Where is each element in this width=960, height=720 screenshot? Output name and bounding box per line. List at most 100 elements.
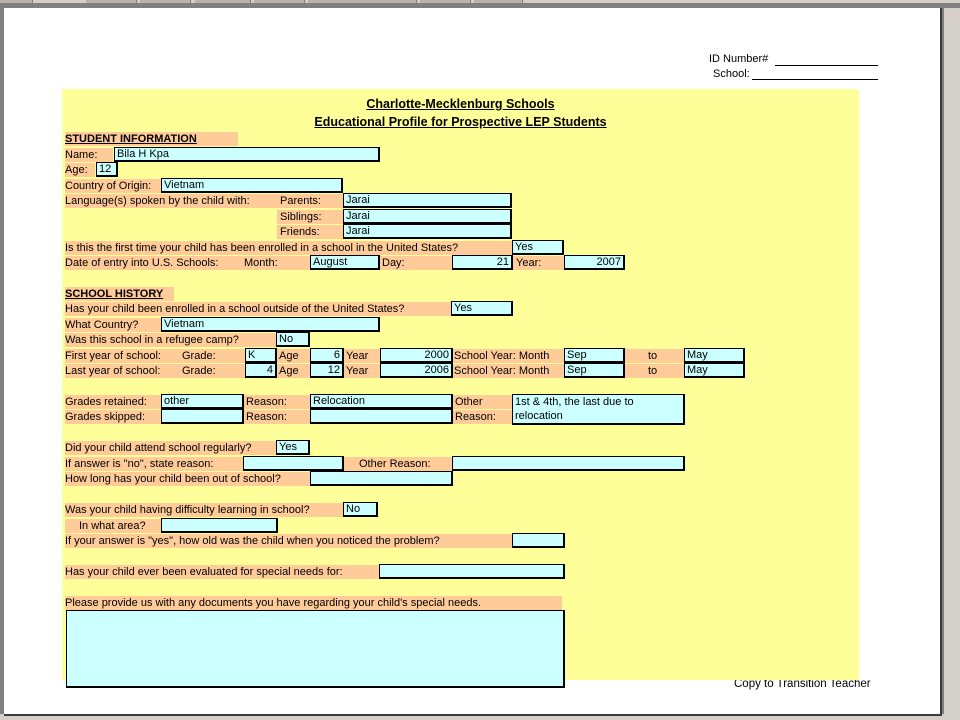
grade-label: Grade: <box>182 365 216 377</box>
year-label: Year: <box>513 256 564 270</box>
retained-reason-field[interactable]: Relocation <box>310 394 453 409</box>
day-field[interactable]: 21 <box>452 255 513 270</box>
school-line <box>752 79 878 80</box>
siblings-field[interactable]: Jarai <box>343 209 512 224</box>
student-section-title: STUDENT INFORMATION <box>65 132 238 146</box>
if-no-field[interactable] <box>243 456 344 471</box>
toolbar-tab[interactable] <box>254 0 305 3</box>
toolbar-tab[interactable] <box>0 0 33 3</box>
age-label: Age: <box>65 163 95 177</box>
history-section-title: SCHOOL HISTORY <box>65 287 174 301</box>
language-label: Language(s) spoken by the child with: <box>65 194 277 208</box>
age-label: Age <box>277 364 310 378</box>
last-grade-field[interactable]: 4 <box>245 363 277 378</box>
toolbar-tab[interactable] <box>308 0 417 3</box>
last-year-label-text: Last year of school: <box>65 365 161 377</box>
regular-field[interactable]: Yes <box>276 440 310 455</box>
month-label: Month: <box>244 257 278 269</box>
to-label: to <box>625 364 685 378</box>
entry-date-label-text: Date of entry into U.S. Schools: <box>65 257 219 269</box>
toolbar-tab[interactable] <box>195 0 251 3</box>
name-field[interactable]: Bila H Kpa <box>114 147 380 162</box>
form-title: Charlotte-Mecklenburg Schools <box>366 97 555 111</box>
outside-us-question: Has your child been enrolled in a school… <box>65 302 451 316</box>
country-field[interactable]: Vietnam <box>161 178 343 193</box>
skipped-label: Grades skipped: <box>65 410 162 424</box>
to-label: to <box>625 349 685 363</box>
difficulty-field[interactable]: No <box>343 502 378 517</box>
day-label: Day: <box>380 256 452 270</box>
id-number-label: ID Number# <box>709 53 769 65</box>
school-label: School: <box>713 68 750 80</box>
first-time-field[interactable]: Yes <box>512 240 564 255</box>
copy-note: Copy to Transition Teacher <box>734 678 871 690</box>
difficulty-question: Was your child having difficulty learnin… <box>65 503 343 517</box>
out-of-school-field[interactable] <box>310 471 453 486</box>
year-label: Year <box>344 364 380 378</box>
what-area-field[interactable] <box>161 518 278 533</box>
first-from-month-field[interactable]: Sep <box>564 348 625 363</box>
skipped-field[interactable] <box>161 409 244 424</box>
toolbar-tab[interactable] <box>420 0 471 3</box>
vertical-scrollbar[interactable] <box>944 8 960 714</box>
if-no-label: If answer is "no", state reason: <box>65 457 243 471</box>
month-field[interactable]: August <box>310 255 380 270</box>
other-reason-field[interactable]: 1st & 4th, the last due to relocation <box>512 394 685 425</box>
last-age-field[interactable]: 12 <box>310 363 344 378</box>
what-country-field[interactable]: Vietnam <box>161 317 380 332</box>
parents-field[interactable]: Jarai <box>343 193 512 208</box>
first-to-month-field[interactable]: May <box>684 348 745 363</box>
documents-textarea[interactable] <box>66 610 565 688</box>
year-label: Year <box>344 349 380 363</box>
entry-date-label: Date of entry into U.S. Schools: Month: <box>65 256 310 270</box>
retained-label: Grades retained: <box>65 395 162 409</box>
what-country-label: What Country? <box>65 318 162 332</box>
toolbar-tab[interactable] <box>140 0 191 3</box>
form-subtitle: Educational Profile for Prospective LEP … <box>314 115 607 129</box>
last-year-field[interactable]: 2006 <box>380 363 453 378</box>
what-area-label: In what area? <box>65 519 162 533</box>
profile-form: Charlotte-Mecklenburg Schools Educationa… <box>62 89 859 688</box>
school-year-month-label: School Year: Month <box>453 364 564 378</box>
status-bar <box>0 714 960 720</box>
outside-us-field[interactable]: Yes <box>451 301 513 316</box>
other-reason2-field[interactable] <box>452 456 685 471</box>
country-label: Country of Origin: <box>65 179 162 193</box>
last-to-month-field[interactable]: May <box>684 363 745 378</box>
other-label: Other <box>453 395 512 409</box>
last-from-month-field[interactable]: Sep <box>564 363 625 378</box>
skipped-reason-label: Reason: <box>244 410 310 424</box>
first-year-label: First year of school: Grade: <box>65 349 245 363</box>
noticed-question: If your answer is "yes", how old was the… <box>65 534 512 548</box>
documents-question: Please provide us with any documents you… <box>65 596 562 610</box>
age-label: Age <box>277 349 310 363</box>
noticed-field[interactable] <box>512 533 565 548</box>
last-year-label: Last year of school: Grade: <box>65 364 245 378</box>
first-year-field[interactable]: 2000 <box>380 348 453 363</box>
refugee-question: Was this school in a refugee camp? <box>65 333 276 347</box>
first-time-question: Is this the first time your child has be… <box>65 241 512 255</box>
retained-reason-label: Reason: <box>244 395 310 409</box>
friends-field[interactable]: Jarai <box>343 224 512 239</box>
other-reason-label: Reason: <box>453 410 512 424</box>
first-grade-field[interactable]: K <box>245 348 277 363</box>
toolbar-strip <box>0 0 960 3</box>
toolbar-tab[interactable] <box>474 0 523 3</box>
first-age-field[interactable]: 6 <box>310 348 344 363</box>
school-year-month-label: School Year: Month <box>453 349 564 363</box>
name-label: Name: <box>65 148 113 162</box>
toolbar-tab[interactable] <box>86 0 137 3</box>
retained-field[interactable]: other <box>161 394 244 409</box>
skipped-reason-field[interactable] <box>310 409 453 424</box>
refugee-field[interactable]: No <box>276 332 310 347</box>
id-number-line <box>775 65 878 66</box>
year-field[interactable]: 2007 <box>564 255 625 270</box>
out-of-school-question: How long has your child been out of scho… <box>65 472 310 486</box>
friends-label: Friends: <box>277 225 343 239</box>
age-field[interactable]: 12 <box>96 162 118 177</box>
other-reason2-label: Other Reason: <box>344 457 452 471</box>
evaluated-field[interactable] <box>379 564 565 579</box>
first-year-label-text: First year of school: <box>65 350 161 362</box>
grade-label: Grade: <box>182 350 216 362</box>
evaluated-question: Has your child ever been evaluated for s… <box>65 565 379 579</box>
